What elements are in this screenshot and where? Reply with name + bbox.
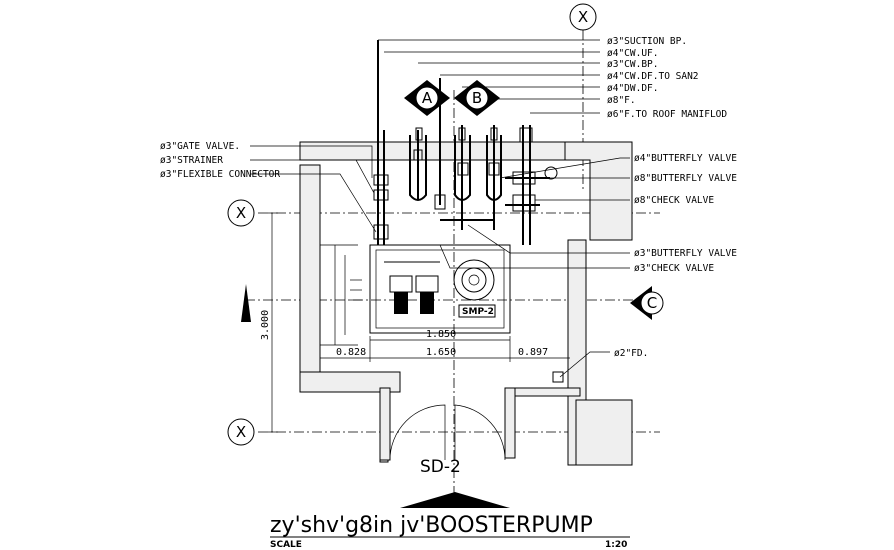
grid-bubble-x-left-upper: X <box>227 199 255 227</box>
callouts-left: ø3"GATE VALVE. ø3"STRAINER ø3"FLEXIBLE C… <box>160 141 280 180</box>
callouts-right-low: ø3"BUTTERFLY VALVE ø3"CHECK VALVE <box>634 248 737 274</box>
callout-8-butterfly: ø8"BUTTERFLY VALVE <box>634 173 737 184</box>
dimensions: 1.850 0.828 1.650 0.897 3.000 <box>260 212 570 433</box>
dimension-left: 0.828 <box>336 347 366 358</box>
equipment-label: SMP-2 <box>462 307 494 317</box>
dimension-top: 1.850 <box>426 329 456 340</box>
sump-tank: SMP-2 <box>453 259 496 318</box>
svg-text:C: C <box>647 294 657 312</box>
callout-cw-df: ø4"CW.DF.TO SAN2 <box>607 71 699 82</box>
section-marker-c: C <box>630 286 664 320</box>
svg-text:X: X <box>578 8 588 26</box>
bottom-section-arrow <box>400 492 510 508</box>
grid-bubble-x-top: X <box>569 3 597 31</box>
dimension-right: 0.897 <box>518 347 548 358</box>
callout-cw-bp: ø3"CW.BP. <box>607 59 658 70</box>
svg-text:X: X <box>236 423 246 441</box>
callout-4-butterfly: ø4"BUTTERFLY VALVE <box>634 153 737 164</box>
callout-floor-drain: ø2"FD. <box>614 348 648 359</box>
svg-text:B: B <box>472 89 482 107</box>
callout-strainer: ø3"STRAINER <box>160 155 223 166</box>
svg-text:X: X <box>236 204 246 222</box>
callouts-right-mid: ø4"BUTTERFLY VALVE ø8"BUTTERFLY VALVE ø8… <box>634 153 737 206</box>
dimension-vertical: 3.000 <box>260 310 271 340</box>
dimension-middle: 1.650 <box>426 347 456 358</box>
leaders-left <box>250 145 377 233</box>
leader-fd <box>552 351 610 383</box>
callout-3-butterfly: ø3"BUTTERFLY VALVE <box>634 248 737 259</box>
scale-value: 1:20 <box>605 540 627 550</box>
pump-units <box>384 261 440 314</box>
pump-plinth <box>369 244 511 334</box>
leaders-right-mid <box>499 157 630 201</box>
callout-gate-valve: ø3"GATE VALVE. <box>160 141 240 152</box>
left-arrow <box>241 284 251 322</box>
door-swings <box>389 404 506 461</box>
callout-dw-df: ø4"DW.DF. <box>607 83 658 94</box>
louver <box>320 244 362 346</box>
leaders-right-low <box>439 224 630 269</box>
callout-suction-bp: ø3"SUCTION BP. <box>607 36 687 47</box>
piping <box>373 40 558 245</box>
svg-text:A: A <box>422 89 433 107</box>
callout-cw-uf: ø4"CW.UF. <box>607 48 658 59</box>
callouts-top: ø3"SUCTION BP. ø4"CW.UF. ø3"CW.BP. ø4"CW… <box>607 36 727 120</box>
callout-8-f: ø8"F. <box>607 95 636 106</box>
callout-flexible-connector: ø3"FLEXIBLE CONNECTOR <box>160 169 280 180</box>
title-block: zy'shv'g8in jv'BOOSTERPUMP SCALE 1:20 <box>270 513 630 550</box>
callout-8-check: ø8"CHECK VALVE <box>634 195 714 206</box>
section-marker-b: B <box>454 80 500 116</box>
walls <box>299 141 633 466</box>
callout-3-check: ø3"CHECK VALVE <box>634 263 714 274</box>
section-label: SD-2 <box>420 457 461 477</box>
drawing-title: zy'shv'g8in jv'BOOSTERPUMP <box>270 513 593 538</box>
grid-bubble-x-left-lower: X <box>227 418 255 446</box>
section-marker-a: A <box>404 80 450 116</box>
leaders-top <box>378 39 600 114</box>
scale-label: SCALE <box>270 540 302 550</box>
callout-roof-manifold: ø6"F.TO ROOF MANIFLOD <box>607 109 727 120</box>
